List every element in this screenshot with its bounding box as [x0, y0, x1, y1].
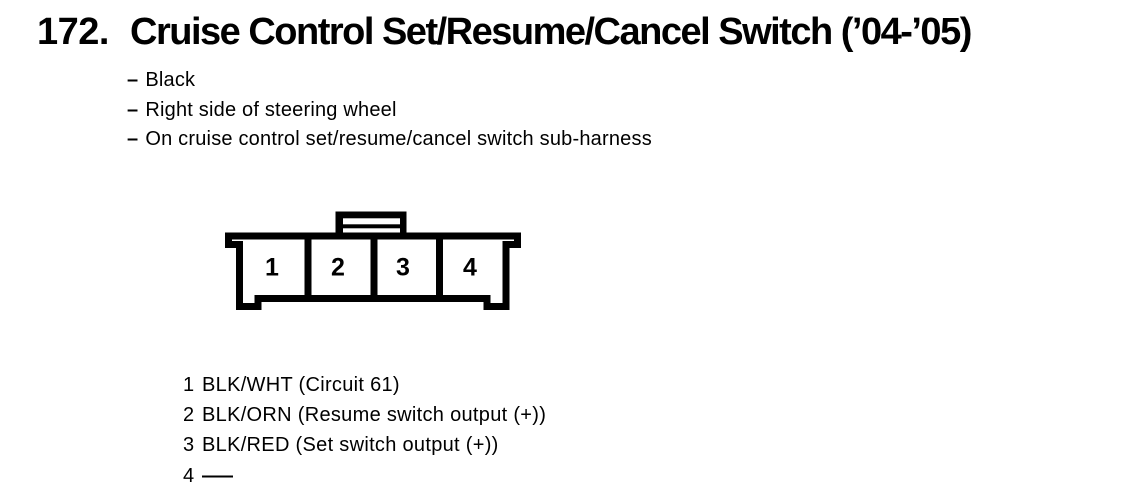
pin-row-label: BLK/WHT (Circuit 61)	[202, 374, 400, 396]
pin-row-number: 4	[183, 464, 195, 487]
note-dash: –	[127, 69, 139, 91]
note-dash: –	[127, 128, 139, 150]
note-line: –Right side of steering wheel	[127, 96, 652, 126]
connector-diagram: 1 2 3 4	[225, 211, 521, 310]
note-text: On cruise control set/resume/cancel swit…	[145, 128, 652, 150]
pin-row: 4—	[183, 461, 546, 491]
section-number: 172.	[37, 11, 109, 53]
pin-row: 2 BLK/ORN (Resume switch output (+))	[183, 400, 546, 430]
note-text: Right side of steering wheel	[145, 98, 397, 121]
pin-number: 2	[331, 254, 345, 282]
pin-row-number: 2	[183, 404, 195, 427]
pin-list: 1 BLK/WHT (Circuit 61) 2 BLK/ORN (Resume s…	[183, 370, 546, 491]
pin-row-label: BLK/RED (Set switch output (+))	[202, 434, 499, 457]
pin-row-no-connection-dash: —	[202, 464, 234, 487]
pin-row: 3 BLK/RED (Set switch output (+))	[183, 430, 546, 460]
pin-row: 1 BLK/WHT (Circuit 61)	[183, 370, 546, 400]
note-dash: –	[127, 98, 139, 121]
pin-row-label: BLK/ORN (Resume switch output (+))	[202, 404, 547, 427]
pin-number: 3	[396, 254, 410, 282]
notes-list: –Black –Right side of steering wheel –On…	[127, 66, 652, 155]
lock-tab-icon	[335, 211, 407, 236]
pin-row-number: 1	[183, 374, 195, 396]
pin-number: 1	[265, 254, 279, 282]
note-text: Black	[145, 69, 196, 91]
pin-number: 4	[463, 254, 477, 282]
section-title: 172. Cruise Control Set/Resume/Cancel Swi…	[37, 11, 972, 53]
section-title-text: Cruise Control Set/Resume/Cancel Switch …	[130, 11, 972, 53]
pin-row-number: 3	[183, 434, 195, 457]
note-line: –On cruise control set/resume/cancel swi…	[127, 125, 652, 155]
note-line: –Black	[127, 66, 652, 96]
